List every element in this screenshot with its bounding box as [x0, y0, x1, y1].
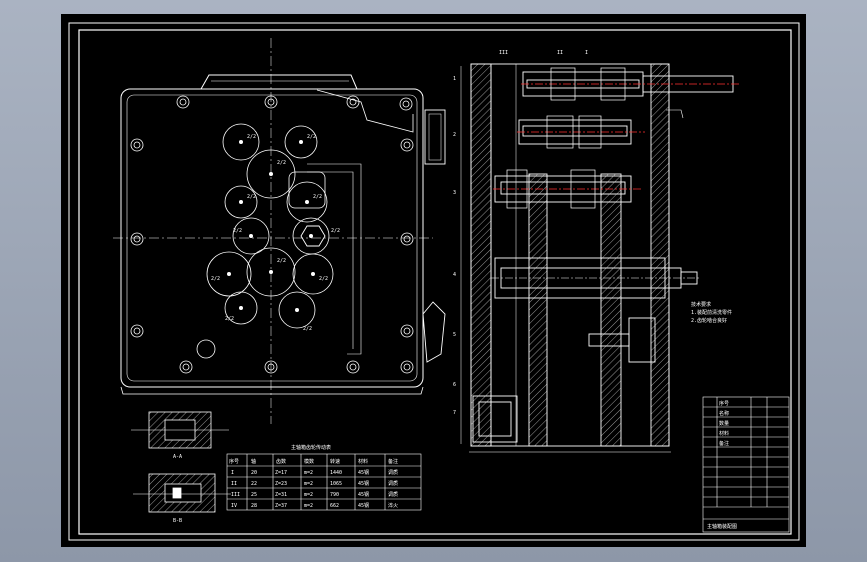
- table-cell: 淬火: [388, 502, 398, 509]
- gear-table: [226, 453, 422, 511]
- table-cell: 45钢: [358, 469, 369, 476]
- detail-view-b: [133, 473, 231, 513]
- table-header-cell: 模数: [304, 458, 314, 465]
- table-cell: 25: [251, 492, 257, 498]
- gear-label: 2/2: [211, 276, 220, 282]
- table-cell: m=2: [304, 470, 313, 476]
- table-header-cell: 备注: [388, 458, 398, 465]
- part-number: 1: [453, 76, 456, 82]
- table-cell: 20: [251, 470, 257, 476]
- table-cell: 45钢: [358, 502, 369, 509]
- table-cell: 调质: [388, 491, 398, 498]
- gear-label: 2/2: [225, 316, 234, 322]
- gear-label: 2/2: [331, 228, 340, 234]
- gear-label: 2/2: [313, 194, 322, 200]
- table-cell: III: [231, 492, 240, 498]
- table-cell: Z=31: [275, 492, 287, 498]
- gear-label: 2/2: [303, 326, 312, 332]
- column-mark: III: [499, 50, 508, 56]
- title-block-cell: 备注: [719, 440, 729, 447]
- gear-label: 2/2: [247, 134, 256, 140]
- title-block-cell: 材料: [719, 430, 729, 437]
- table-cell: Z=37: [275, 503, 287, 509]
- part-number: 6: [453, 382, 456, 388]
- part-number: 4: [453, 272, 456, 278]
- table-header-cell: 齿数: [276, 458, 286, 465]
- table-cell: 790: [330, 492, 339, 498]
- table-cell: II: [231, 481, 237, 487]
- section-column-marks: III II I: [499, 50, 588, 56]
- gear-table-title: 主轴箱齿轮传动表: [291, 444, 331, 451]
- table-cell: 调质: [388, 469, 398, 476]
- table-cell: 662: [330, 503, 339, 509]
- title-block-rows: 序号 名称 数量 材料 备注: [719, 400, 729, 447]
- table-cell: 1065: [330, 481, 342, 487]
- note-line: 2.齿轮啮合良好: [691, 317, 727, 324]
- table-cell: 1440: [330, 470, 342, 476]
- part-number: 7: [453, 410, 456, 416]
- table-header-cell: 轴: [251, 458, 256, 465]
- column-mark: I: [585, 50, 588, 56]
- gear-label: 2/2: [247, 194, 256, 200]
- table-header-cell: 序号: [229, 458, 239, 465]
- outer-border: [68, 22, 800, 541]
- gear-label: 2/2: [307, 134, 316, 140]
- table-header-cell: 转速: [330, 458, 340, 465]
- table-cell: 45钢: [358, 480, 369, 487]
- gear-label: 2/2: [233, 228, 242, 234]
- table-header-cell: 材料: [358, 458, 368, 465]
- table-cell: 22: [251, 481, 257, 487]
- plan-view-gear-labels: 2/2 2/2 2/2 2/2 2/2 2/2 2/2 2/2 2/2 2/2 …: [211, 134, 340, 332]
- technical-notes: 技术要求 1.装配前清洗零件 2.齿轮啮合良好: [691, 301, 732, 324]
- table-cell: Z=23: [275, 481, 287, 487]
- assembly-drawing: 2/2 2/2 2/2 2/2 2/2 2/2 2/2 2/2 2/2 2/2 …: [68, 22, 800, 541]
- table-cell: m=2: [304, 503, 313, 509]
- part-number: 5: [453, 332, 456, 338]
- table-cell: 28: [251, 503, 257, 509]
- table-cell: 45钢: [358, 491, 369, 498]
- title-block-cell: 序号: [719, 400, 729, 407]
- plan-view: [113, 38, 446, 424]
- section-view: [460, 63, 739, 453]
- gear-label: 2/2: [277, 258, 286, 264]
- detail-view-a: [131, 411, 229, 449]
- table-cell: Z=17: [275, 470, 287, 476]
- note-line: 1.装配前清洗零件: [691, 309, 732, 316]
- note-line: 技术要求: [691, 301, 711, 308]
- title-block-cell: 数量: [719, 420, 729, 427]
- inner-border: [78, 29, 792, 535]
- table-cell: m=2: [304, 492, 313, 498]
- part-number: 3: [453, 190, 456, 196]
- table-cell: I: [231, 470, 234, 476]
- table-cell: m=2: [304, 481, 313, 487]
- gear-table-header: 序号 轴 齿数 模数 转速 材料 备注: [229, 458, 398, 465]
- part-number: 2: [453, 132, 456, 138]
- title-block-cell: 名称: [719, 410, 729, 417]
- gear-label: 2/2: [319, 276, 328, 282]
- section-part-numbers: 1 2 3 4 5 6 7: [453, 76, 456, 416]
- title-block: [702, 396, 790, 533]
- gear-label: 2/2: [277, 160, 286, 166]
- title-block-title: 主轴箱装配图: [707, 523, 737, 530]
- table-cell: IV: [231, 503, 237, 509]
- cad-drawing-sheet: 2/2 2/2 2/2 2/2 2/2 2/2 2/2 2/2 2/2 2/2 …: [61, 14, 806, 547]
- table-cell: 调质: [388, 480, 398, 487]
- detail-label-top: A-A: [173, 454, 182, 460]
- column-mark: II: [557, 50, 563, 56]
- gear-table-rows: I 20 Z=17 m=2 1440 45钢 调质 II 22 Z=23 m=2…: [231, 469, 398, 509]
- detail-label-bottom: B-B: [173, 518, 182, 524]
